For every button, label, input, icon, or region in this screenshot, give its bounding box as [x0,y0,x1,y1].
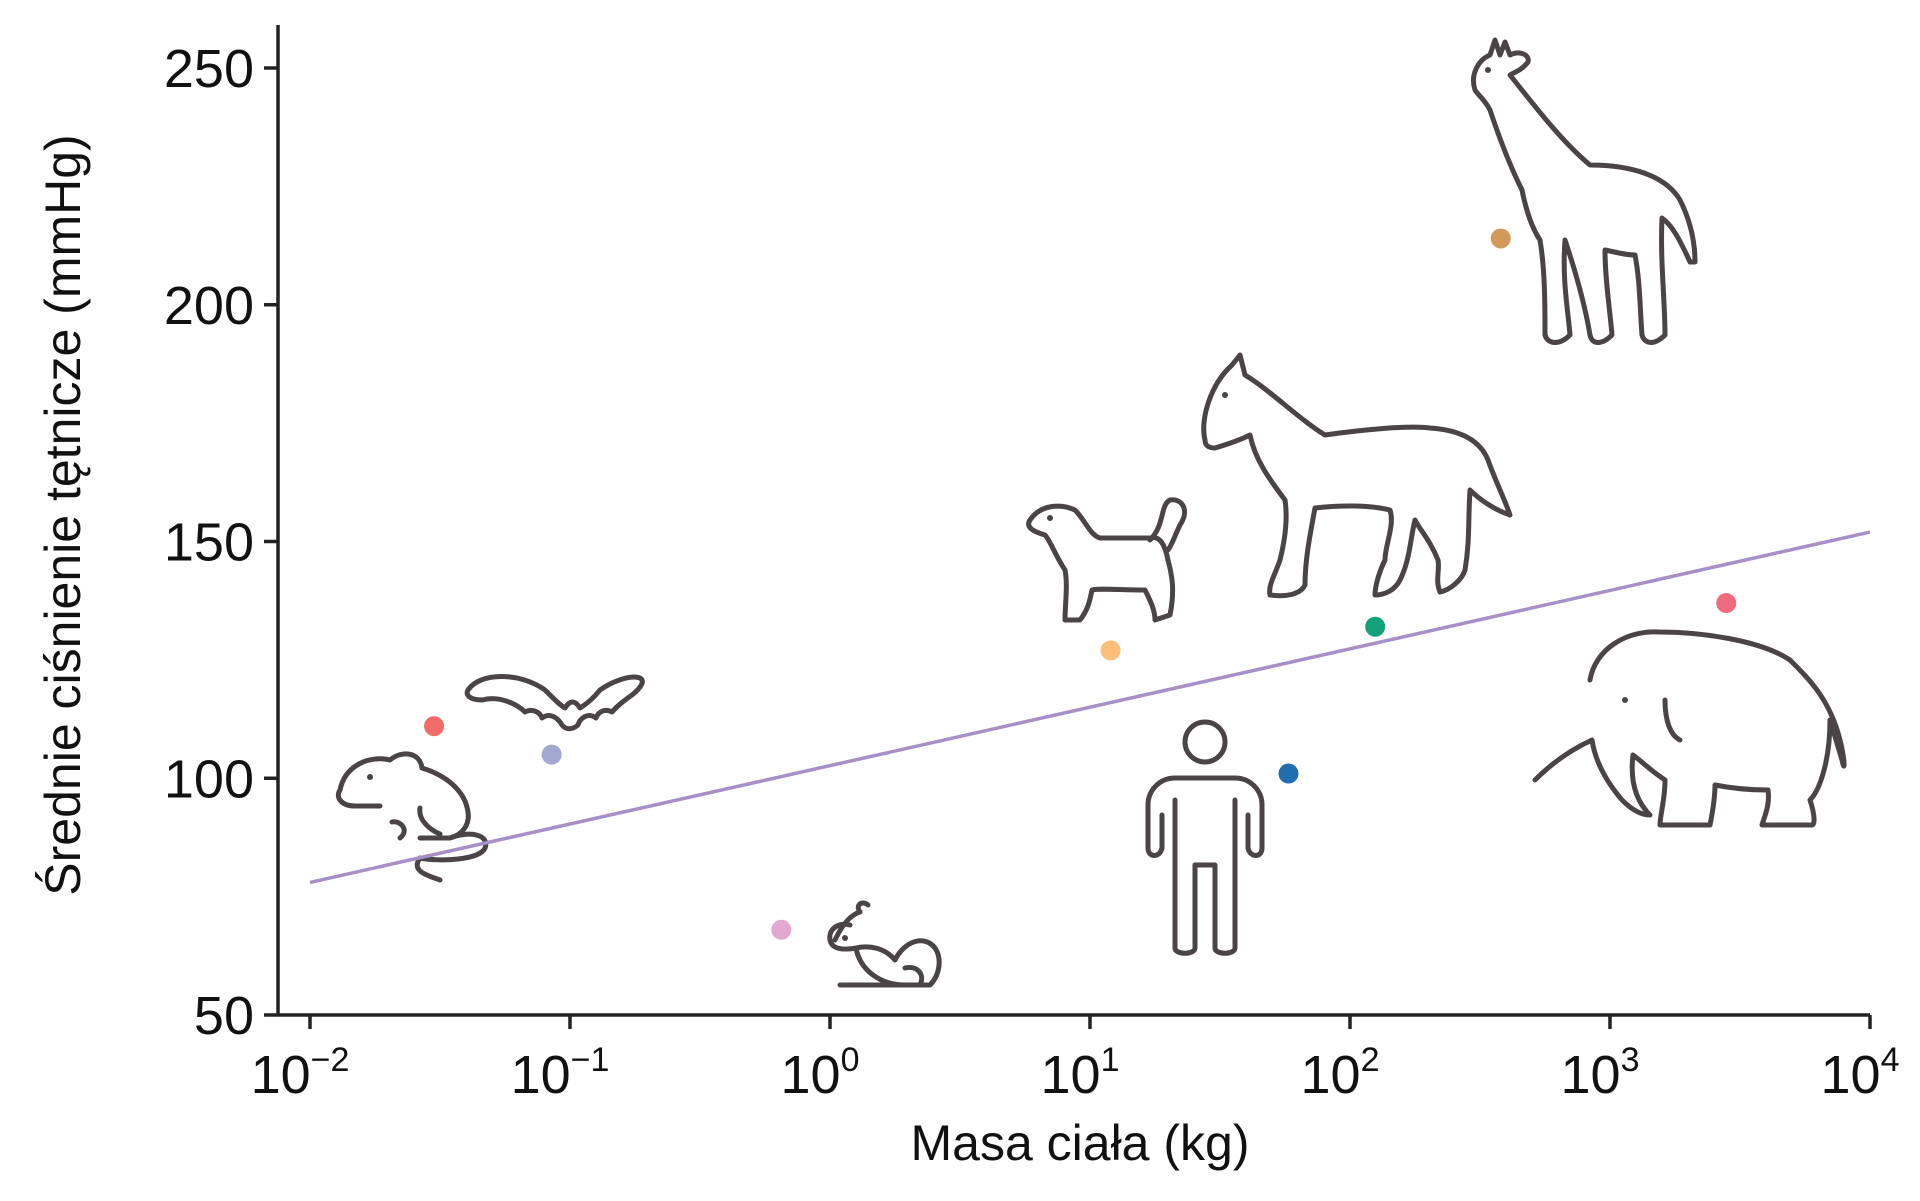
horse-icon [1201,352,1513,599]
x-tick-label: 102 [1301,1041,1380,1105]
data-point-elephant [1716,593,1737,614]
data-point-human [1278,763,1299,784]
y-axis-title: Średnie ciśnienie tętnicze (mmHg) [34,134,91,895]
data-point-rabbit [771,919,792,940]
x-tick-label: 10−1 [511,1041,610,1105]
data-points [424,228,1737,940]
x-tick-label: 10−2 [251,1041,350,1105]
y-tick-label: 100 [164,749,254,809]
x-axis-title: Masa ciała (kg) [911,1115,1250,1171]
x-tick-label: 104 [1821,1041,1900,1105]
mouse-icon [335,751,489,883]
y-tick-label: 250 [164,39,254,99]
rabbit-icon [827,900,942,988]
x-axis-ticks: 10−2 10−1 100 101 102 103 104 [251,1015,1900,1105]
human-icon [1145,719,1265,956]
data-point-bat [541,744,562,765]
elephant-icon [1532,629,1847,828]
bat-icon [464,674,645,732]
x-tick-label: 100 [781,1041,860,1105]
data-point-dog [1100,640,1121,661]
y-tick-label: 50 [194,986,254,1046]
animal-icons [335,37,1847,988]
giraffe-icon [1471,37,1698,345]
data-point-horse [1365,616,1386,637]
y-axis-ticks: 50 100 150 200 250 [164,39,278,1046]
data-point-mouse [424,716,445,737]
dog-icon [1026,497,1187,623]
trend-line [309,530,1871,885]
y-tick-label: 150 [164,513,254,573]
y-tick-label: 200 [164,276,254,336]
x-tick-label: 101 [1041,1041,1120,1105]
x-tick-label: 103 [1561,1041,1640,1105]
data-point-giraffe [1490,228,1511,249]
